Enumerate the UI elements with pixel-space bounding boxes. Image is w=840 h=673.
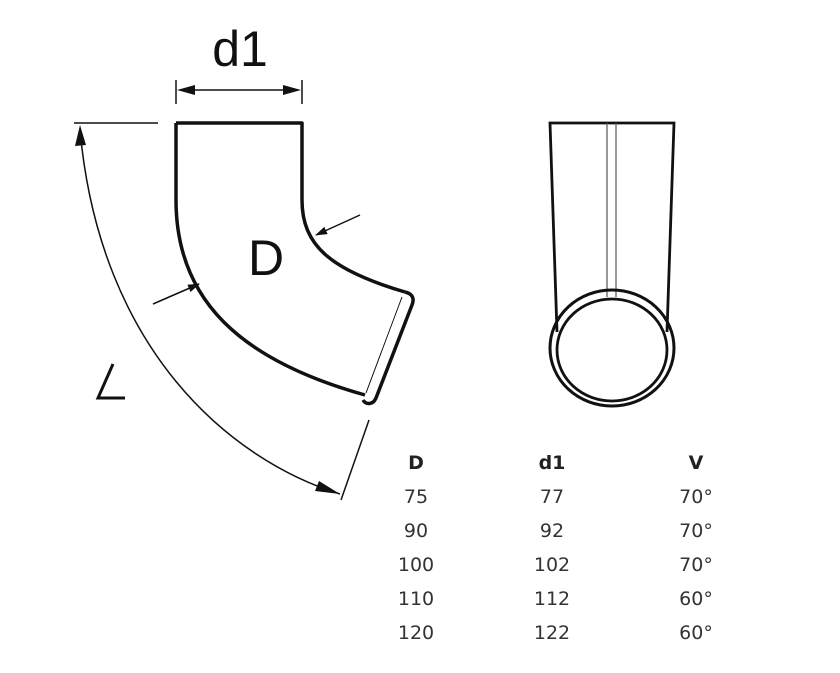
D-dimension: D — [152, 214, 361, 305]
cell-D: 110 — [397, 588, 435, 610]
cell-D: 90 — [403, 520, 429, 542]
table-row: 120 122 60° — [380, 616, 740, 650]
elbow-front-view — [548, 121, 676, 408]
cell-d1: 122 — [533, 622, 571, 644]
cell-d1: 102 — [533, 554, 571, 576]
header-d1: d1 — [538, 452, 566, 474]
angle-icon — [95, 363, 125, 400]
table-row: 100 102 70° — [380, 548, 740, 582]
dimensions-table: D d1 V 75 77 70° 90 92 70° 100 102 70° 1… — [380, 446, 740, 650]
cell-V: 60° — [679, 622, 713, 644]
angle-dimension — [74, 122, 370, 501]
table-row: 110 112 60° — [380, 582, 740, 616]
cell-D: 75 — [403, 486, 429, 508]
cell-d1: 92 — [539, 520, 565, 542]
cell-V: 70° — [679, 554, 713, 576]
cell-d1: 112 — [533, 588, 571, 610]
cell-V: 70° — [679, 520, 713, 542]
table-row: 90 92 70° — [380, 514, 740, 548]
header-D: D — [408, 452, 424, 474]
cell-D: 100 — [397, 554, 435, 576]
elbow-side-view — [174, 121, 415, 406]
D-label: D — [248, 230, 284, 286]
d1-dimension: d1 — [175, 21, 303, 104]
cell-D: 120 — [397, 622, 435, 644]
table-row: 75 77 70° — [380, 480, 740, 514]
header-V: V — [688, 452, 704, 474]
cell-d1: 77 — [539, 486, 565, 508]
cell-V: 60° — [679, 588, 713, 610]
cell-V: 70° — [679, 486, 713, 508]
table-header: D d1 V — [380, 446, 740, 480]
d1-label: d1 — [212, 21, 268, 77]
